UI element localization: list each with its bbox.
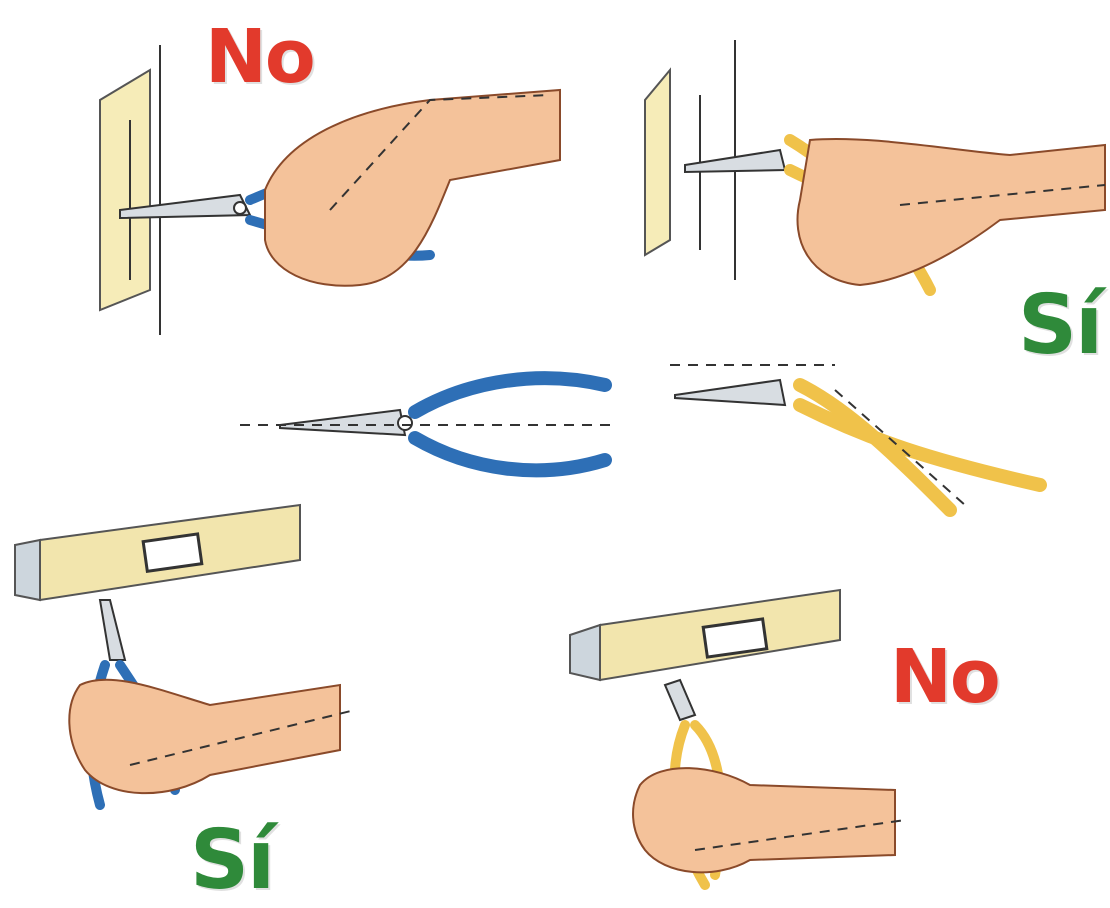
panel-bottom-left-correct-grip — [10, 500, 360, 820]
incorrect-grip-illustration — [90, 40, 570, 340]
yellow-pliers-icon — [670, 350, 1050, 520]
panel-top-left-incorrect-grip — [90, 40, 570, 340]
label-no-bottom-right: No — [890, 640, 999, 714]
correct-grip-beam-illustration — [10, 500, 360, 820]
label-si-bottom-left: Sí — [190, 820, 273, 902]
incorrect-grip-beam-illustration — [565, 585, 910, 895]
blue-pliers-icon — [240, 360, 620, 490]
label-no-top-left: No — [205, 20, 314, 94]
panel-bottom-right-incorrect-grip — [565, 585, 910, 895]
panel-yellow-pliers — [670, 350, 1050, 520]
panel-blue-pliers — [240, 360, 620, 490]
